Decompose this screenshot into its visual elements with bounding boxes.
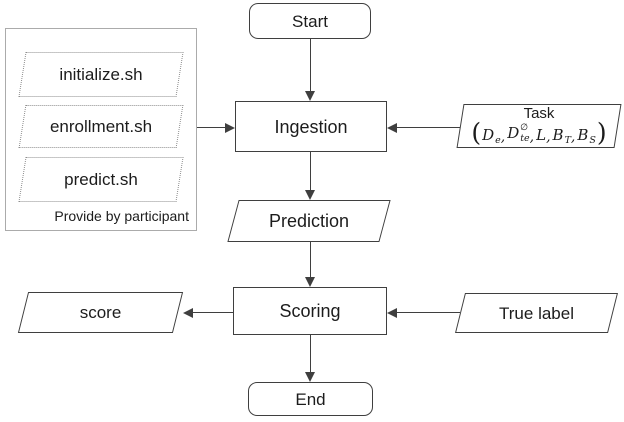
node-prediction: Prediction xyxy=(227,200,391,242)
script-node-enrollment: enrollment.sh xyxy=(18,105,184,148)
script-node-predict-label: predict.sh xyxy=(64,170,138,189)
node-end-label: End xyxy=(295,389,326,409)
script-node-enrollment-label: enrollment.sh xyxy=(49,117,153,136)
arrowhead-down-icon xyxy=(305,190,315,200)
arrowhead-down-icon xyxy=(305,277,315,287)
arrow-line xyxy=(396,312,460,314)
arrow-line xyxy=(310,242,312,278)
arrow-line xyxy=(192,312,233,314)
node-true-label-label: True label xyxy=(499,303,574,323)
arrow-line xyxy=(310,152,312,191)
arrow-line xyxy=(310,335,312,373)
arrow-line xyxy=(396,127,460,129)
node-score-label: score xyxy=(79,303,122,322)
node-start-label: Start xyxy=(292,11,328,31)
arrowhead-right-icon xyxy=(225,123,235,133)
node-task-title: Task xyxy=(523,104,555,122)
arrowhead-left-icon xyxy=(183,308,193,318)
node-start: Start xyxy=(249,3,371,39)
node-score: score xyxy=(17,292,184,333)
node-ingestion-label: Ingestion xyxy=(274,116,348,137)
node-end: End xyxy=(248,382,373,416)
arrowhead-left-icon xyxy=(387,308,397,318)
node-prediction-label: Prediction xyxy=(268,211,350,231)
participant-group-caption: Provide by participant xyxy=(54,208,189,224)
arrowhead-down-icon xyxy=(305,372,315,382)
arrow-line xyxy=(310,39,312,92)
script-node-initialize-label: initialize.sh xyxy=(59,65,143,84)
arrowhead-left-icon xyxy=(387,123,397,133)
arrow-line xyxy=(197,127,225,129)
node-ingestion: Ingestion xyxy=(235,101,387,152)
participant-group-box: initialize.sh enrollment.sh predict.sh P… xyxy=(5,28,197,231)
node-true-label: True label xyxy=(455,293,618,333)
script-node-initialize: initialize.sh xyxy=(18,52,184,97)
node-scoring: Scoring xyxy=(233,287,387,335)
script-node-predict: predict.sh xyxy=(18,157,184,202)
node-scoring-label: Scoring xyxy=(279,301,341,321)
arrowhead-down-icon xyxy=(305,91,315,101)
